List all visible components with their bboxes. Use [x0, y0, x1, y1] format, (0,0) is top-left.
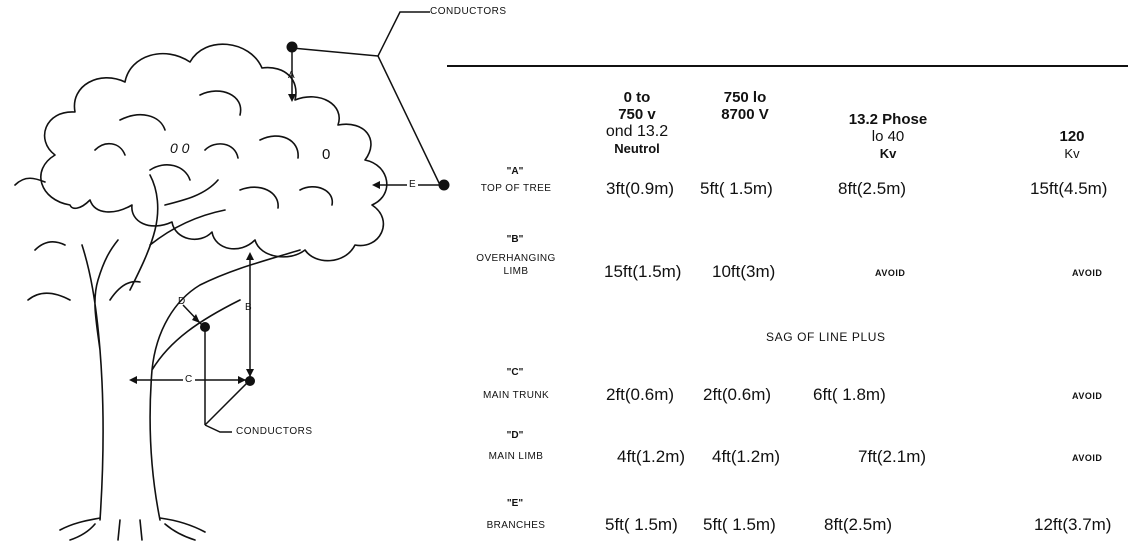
label-e: E — [407, 179, 419, 190]
cell-a-2: 5ft( 1.5m) — [700, 179, 773, 198]
cell-d-2: 4ft(1.2m) — [712, 447, 781, 466]
cell-c-2: 2ft(0.6m) — [703, 385, 772, 404]
cell-e-4: 12ft(3.7m) — [1034, 515, 1112, 534]
row-code-d: "D" — [506, 430, 524, 441]
row-name-b-1: OVERHANGING — [476, 253, 556, 264]
cell-c-1: 2ft(0.6m) — [606, 385, 675, 404]
row-code-a: "A" — [506, 166, 524, 177]
cell-c-4: AVOID — [1072, 391, 1103, 401]
row-code-b: "B" — [506, 234, 524, 245]
cell-d-3: 7ft(2.1m) — [858, 447, 927, 466]
row-name-d: MAIN LIMB — [488, 451, 544, 462]
row-code-c: "C" — [506, 367, 524, 378]
cell-e-3: 8ft(2.5m) — [824, 515, 893, 534]
cell-a-1: 3ft(0.9m) — [606, 179, 675, 198]
cell-d-1: 4ft(1.2m) — [617, 447, 686, 466]
cell-e-2: 5ft( 1.5m) — [703, 515, 776, 534]
row-name-a: TOP OF TREE — [480, 183, 552, 194]
sag-note: SAG OF LINE PLUS — [766, 330, 886, 344]
tree-trunk — [81, 174, 301, 521]
label-d: D — [178, 296, 186, 307]
row-name-b-2: LIMB — [503, 266, 529, 277]
column-header-2: 750 lo 8700 V — [721, 89, 769, 123]
cell-d-4: AVOID — [1072, 453, 1103, 463]
cell-b-4: AVOID — [1072, 268, 1103, 278]
conductors-label-top: CONDUCTORS — [430, 6, 507, 17]
column-header-1: 0 to 750 v ond 13.2 Neutrol — [605, 89, 669, 156]
cell-a-3: 8ft(2.5m) — [838, 179, 907, 198]
row-code-e: "E" — [506, 498, 524, 509]
tree-canopy — [40, 43, 388, 262]
tree-mark-2: 0 — [322, 146, 331, 163]
cell-c-3: 6ft( 1.8m) — [813, 385, 886, 404]
conductors-label-bottom: CONDUCTORS — [236, 426, 313, 437]
cell-a-4: 15ft(4.5m) — [1030, 179, 1108, 198]
label-c: C — [183, 374, 195, 385]
label-a: A — [288, 70, 296, 81]
label-b: B — [245, 302, 253, 313]
column-header-3: 13.2 Phose lo 40 Kv — [848, 111, 928, 161]
cell-b-3: AVOID — [875, 268, 906, 278]
row-name-c: MAIN TRUNK — [482, 390, 550, 401]
cell-b-1: 15ft(1.5m) — [604, 262, 682, 281]
column-header-4: 120 Kv — [1059, 128, 1085, 161]
row-name-e: BRANCHES — [486, 520, 546, 531]
cell-e-1: 5ft( 1.5m) — [605, 515, 678, 534]
tree-mark-1: 0 0 — [170, 140, 190, 156]
cell-b-2: 10ft(3m) — [712, 262, 776, 281]
